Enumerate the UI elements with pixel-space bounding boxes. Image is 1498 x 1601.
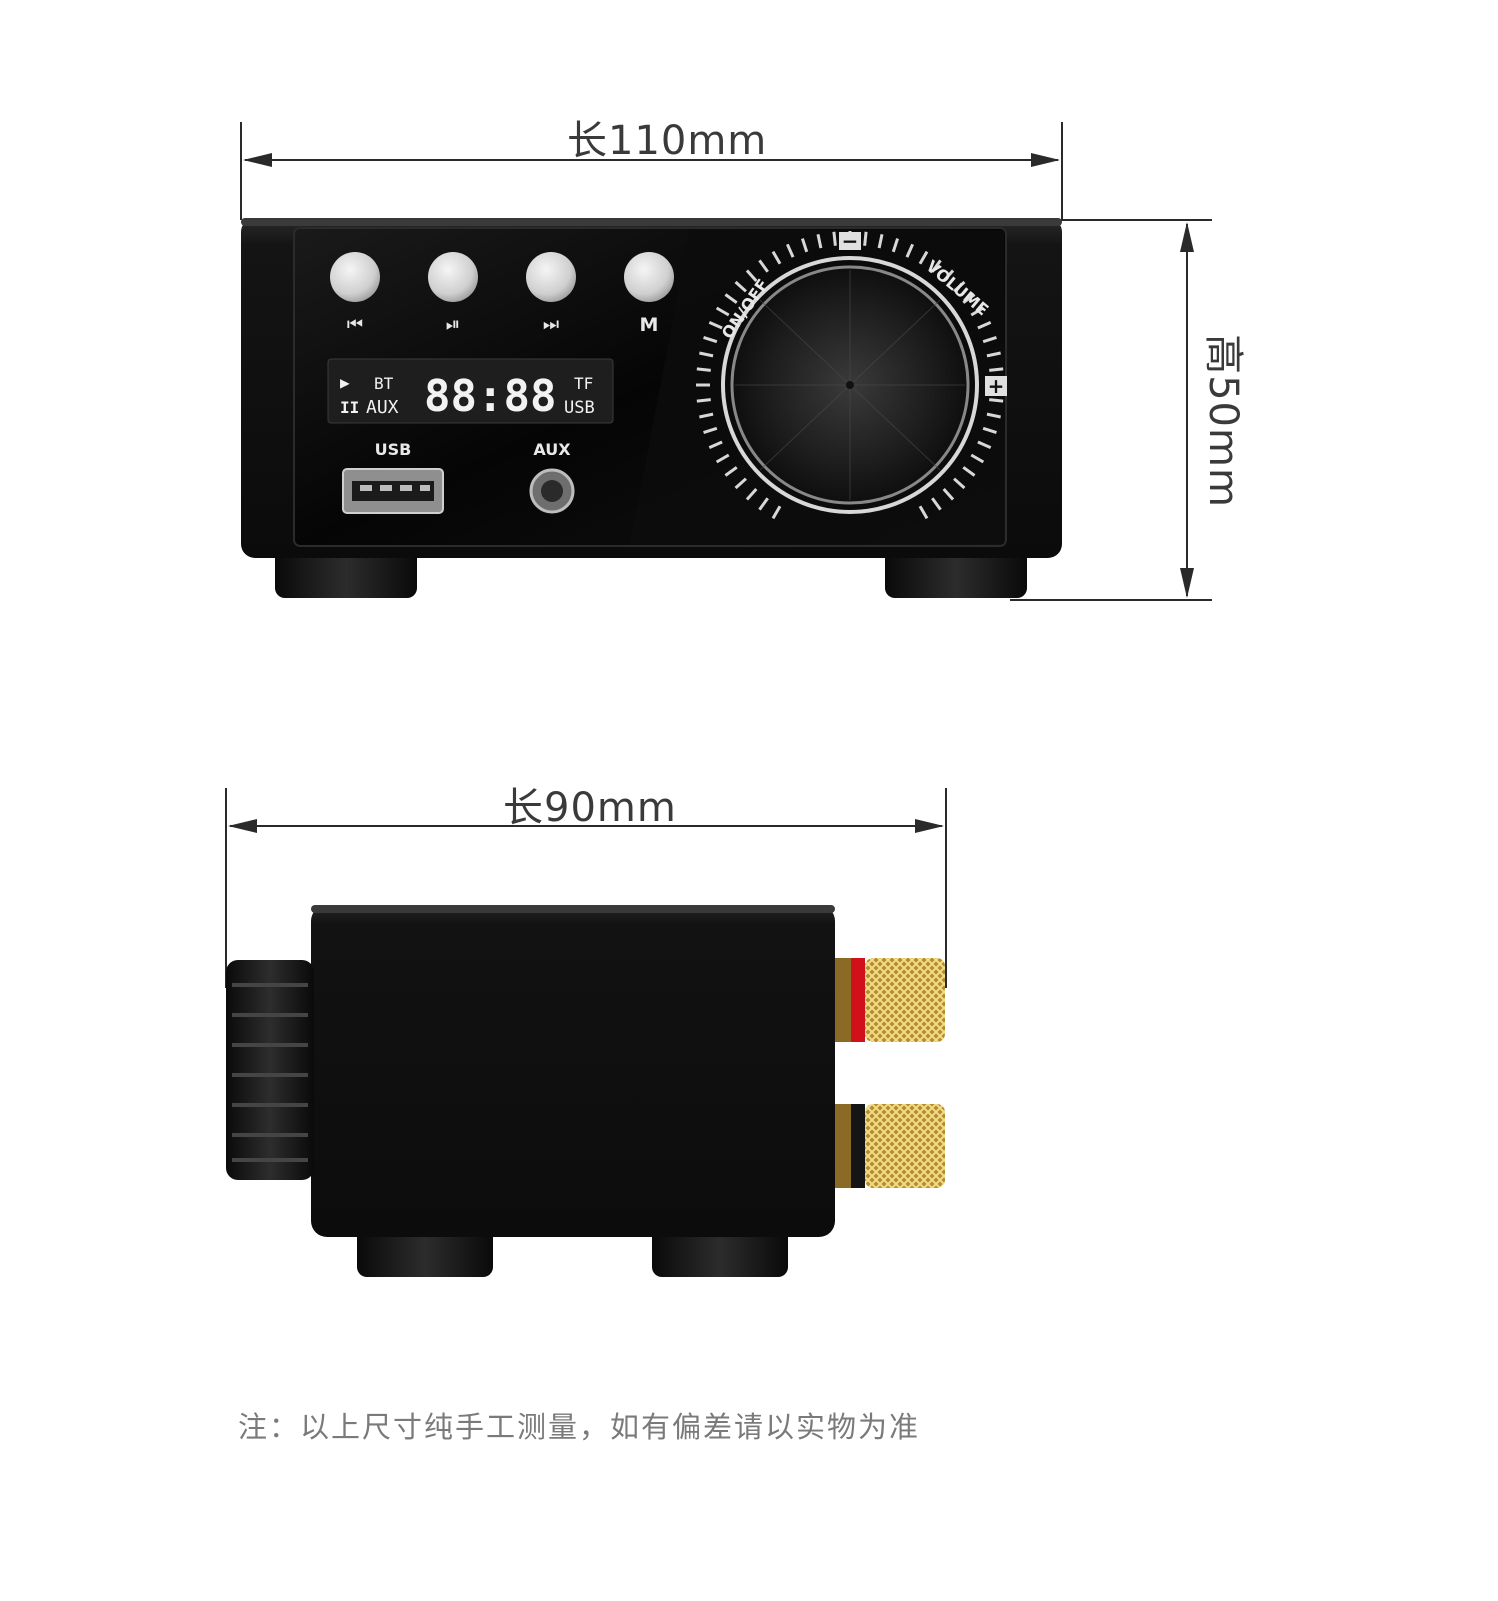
volume-tick [696, 367, 711, 372]
measurement-note: 注：以上尺寸纯手工测量，如有偏差请以实物为准 [238, 1410, 921, 1444]
volume-tick [696, 398, 711, 403]
volume-tick [715, 306, 730, 317]
volume-tick [699, 412, 714, 419]
volume-tick [816, 234, 823, 249]
volume-tick [891, 238, 900, 253]
skip-previous-icon: ⏮ [347, 314, 363, 335]
play-pause-button[interactable] [428, 252, 478, 302]
speaker-terminal-negative[interactable] [835, 1104, 945, 1188]
volume-tick [703, 335, 718, 344]
volume-tick [771, 505, 782, 520]
pause-status-icon: II [340, 398, 359, 417]
side-length-label: 长90mm [503, 785, 677, 831]
volume-tick [832, 231, 837, 246]
side-foot-left [357, 1225, 493, 1277]
volume-tick [989, 367, 1004, 372]
volume-tick [982, 335, 997, 344]
volume-tick [962, 466, 976, 477]
side-length-dimension [225, 788, 947, 988]
display-mode-tf: TF [574, 374, 593, 393]
aux-jack[interactable] [529, 468, 575, 514]
volume-tick [942, 488, 955, 501]
volume-tick [703, 426, 718, 435]
display-mode-aux: AUX [366, 397, 399, 418]
volume-tick [953, 477, 966, 490]
usb-port[interactable] [342, 468, 444, 514]
volume-plus-icon: + [988, 374, 1005, 398]
front-length-dimension [240, 122, 1063, 220]
aux-port-label: AUX [533, 440, 571, 459]
display-digits: 88:88 [424, 371, 556, 422]
volume-tick [982, 426, 997, 435]
speaker-terminal-positive[interactable] [835, 958, 945, 1042]
volume-tick [977, 320, 992, 330]
volume-tick [745, 269, 758, 282]
volume-tick [918, 505, 929, 520]
skip-next-icon: ⏭ [543, 314, 559, 335]
volume-tick [785, 243, 795, 258]
volume-tick [931, 259, 942, 273]
usb-port-label: USB [375, 440, 412, 459]
volume-minus-icon: − [842, 229, 859, 253]
volume-tick [962, 293, 976, 304]
volume-tick [989, 398, 1004, 403]
volume-tick [699, 351, 714, 358]
volume-tick [708, 440, 723, 450]
volume-tick [758, 497, 769, 511]
volume-tick [918, 250, 929, 265]
next-button[interactable] [526, 252, 576, 302]
side-body [311, 905, 835, 1237]
front-height-dimension [1010, 219, 1212, 601]
mode-button[interactable] [624, 252, 674, 302]
volume-knob-ring [721, 256, 979, 514]
volume-tick [931, 497, 942, 511]
volume-tick [724, 466, 738, 477]
volume-tick [986, 412, 1001, 419]
volume-tick [734, 280, 747, 293]
mode-icon: M [640, 314, 659, 336]
front-foot-left [275, 548, 417, 598]
volume-tick [745, 488, 758, 501]
prev-button[interactable] [330, 252, 380, 302]
volume-tick [970, 306, 985, 317]
volume-tick [905, 243, 915, 258]
lcd-display: ▶ II BT AUX 88:88 TF USB [327, 358, 614, 424]
volume-tick [986, 351, 1001, 358]
volume-tick [715, 453, 730, 464]
volume-tick [708, 320, 723, 330]
display-mode-usb: USB [564, 398, 595, 418]
play-status-icon: ▶ [340, 373, 350, 392]
volume-tick [977, 440, 992, 450]
side-foot-right [652, 1225, 788, 1277]
front-foot-right [885, 548, 1027, 598]
volume-tick [771, 250, 782, 265]
volume-tick [877, 234, 884, 249]
volume-tick [724, 293, 738, 304]
volume-tick [942, 269, 955, 282]
control-buttons: ⏮ ⏯ ⏭ M [330, 252, 674, 336]
volume-tick [970, 453, 985, 464]
volume-scale-ticks [696, 231, 1004, 520]
display-mode-bt: BT [374, 374, 394, 393]
volume-knob-assembly: ON/OFF VOLUME − + [696, 229, 1007, 520]
volume-tick [863, 231, 868, 246]
front-length-label: 长110mm [567, 118, 768, 164]
play-pause-icon: ⏯ [446, 314, 460, 335]
side-volume-knob[interactable] [226, 960, 314, 1180]
front-view: ⏮ ⏯ ⏭ M ▶ II BT AUX 88:88 TF USB USB AUX [241, 218, 1062, 598]
volume-tick [758, 259, 769, 273]
volume-tick [953, 280, 966, 293]
side-view [226, 905, 945, 1277]
volume-tick [734, 477, 747, 490]
volume-tick [800, 238, 809, 253]
